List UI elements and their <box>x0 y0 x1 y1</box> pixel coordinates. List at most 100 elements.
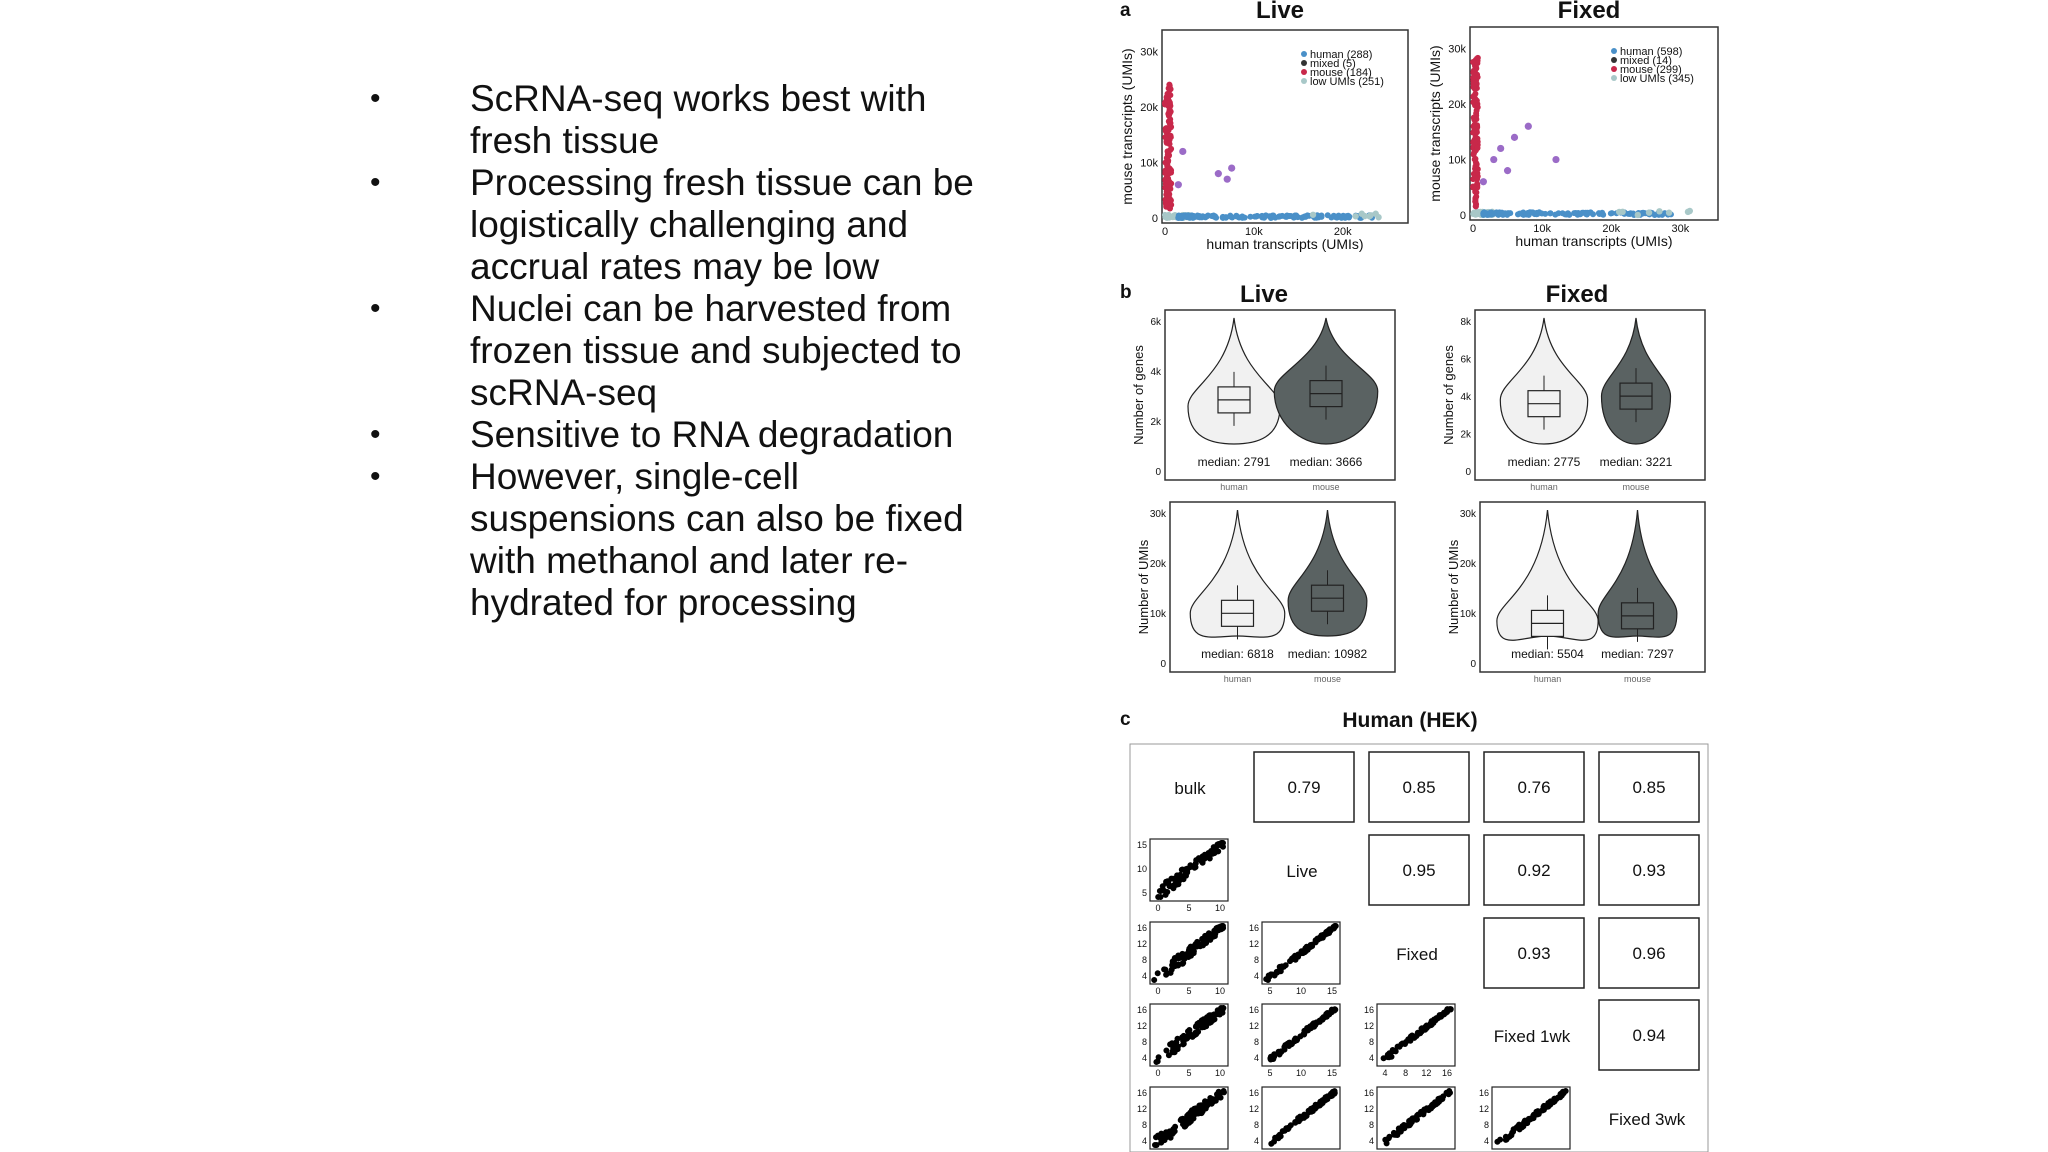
legend-label: mouse (299) <box>1620 64 1682 76</box>
scatter-point <box>1473 116 1480 123</box>
y-tick-label: 10 <box>1137 864 1147 874</box>
y-tick-label: 4 <box>1142 971 1147 981</box>
matrix-frame <box>1129 743 1709 1152</box>
x-tick-label: 10 <box>1215 1068 1225 1078</box>
scatter-point <box>1162 211 1169 218</box>
scatter-point <box>1564 210 1571 217</box>
scatter-point <box>1473 169 1480 176</box>
y-tick-label: 16 <box>1137 1005 1147 1015</box>
y-tick-label: 0 <box>1152 213 1158 225</box>
scatter-point <box>1214 170 1222 178</box>
mini-scatter-frame <box>1376 1003 1456 1067</box>
group-label: mouse <box>1624 674 1651 684</box>
y-axis-label: mouse transcripts (UMIs) <box>1427 45 1443 201</box>
correlation-value: 0.79 <box>1287 778 1320 797</box>
scatter-point <box>1375 214 1382 221</box>
legend-label: human (598) <box>1620 46 1682 58</box>
scatter-point <box>1552 155 1560 164</box>
diagonal-label: Fixed 1wk <box>1494 1027 1571 1046</box>
y-tick-label: 30k <box>1150 509 1167 520</box>
mini-scatter-points <box>1151 923 1227 983</box>
matrix-title: Human (HEK) <box>1342 709 1477 732</box>
scatter-point <box>1261 214 1268 221</box>
scatter-point <box>1634 211 1641 219</box>
scatter-point <box>1346 213 1353 220</box>
bullet-dot: • <box>370 166 381 199</box>
median-label: median: 5504 <box>1511 647 1584 661</box>
median-label: median: 10982 <box>1288 647 1368 661</box>
scatter-point <box>1471 80 1478 87</box>
correlation-value: 0.85 <box>1402 778 1435 797</box>
scatter-point <box>1470 59 1477 66</box>
violin-frame <box>1164 309 1396 481</box>
scatter-point <box>1227 213 1234 220</box>
scatter-point <box>1472 123 1479 130</box>
scatter-point <box>1470 149 1477 156</box>
y-tick-label: 2k <box>1150 417 1162 428</box>
scatter-point <box>1167 86 1174 93</box>
bullet-text-line: However, single-cell <box>470 456 800 497</box>
legend-marker <box>1301 60 1307 66</box>
bullet-item: •Sensitive to RNA degradation <box>370 414 1030 456</box>
x-tick-label: 8 <box>1403 1068 1408 1078</box>
scatter-point <box>1163 139 1170 146</box>
legend-marker <box>1611 66 1617 72</box>
scatter-point <box>1163 201 1170 208</box>
x-tick-label: 10k <box>1533 223 1551 235</box>
scatter-point <box>1162 101 1169 108</box>
scatter-point <box>1470 93 1477 100</box>
y-tick-label: 0 <box>1160 659 1166 670</box>
bullet-text-line: ScRNA-seq works best with <box>470 78 927 119</box>
correlation-box <box>1598 917 1700 989</box>
y-axis-label: Number of UMIs <box>1446 539 1461 634</box>
scatter-point <box>1299 214 1306 221</box>
scatter-point <box>1352 213 1359 220</box>
bullet-text-line: Sensitive to RNA degradation <box>470 414 954 455</box>
y-axis-label: Number of genes <box>1131 345 1146 445</box>
scatter-point <box>1328 214 1335 221</box>
mini-scatter-frame <box>1149 921 1229 985</box>
y-tick-label: 16 <box>1479 1088 1489 1098</box>
scatter-point <box>1190 214 1197 221</box>
correlation-value: 0.92 <box>1517 861 1550 880</box>
scatter-point <box>1167 108 1174 115</box>
y-tick-label: 15 <box>1137 840 1147 850</box>
correlation-box <box>1598 999 1700 1071</box>
bullet-text-line: hydrated for processing <box>470 582 857 623</box>
bullet-text-line: fresh tissue <box>470 120 660 161</box>
y-tick-label: 16 <box>1249 1005 1259 1015</box>
scatter-point <box>1583 211 1590 218</box>
mini-scatter-frame <box>1149 1003 1229 1067</box>
legend-marker <box>1611 48 1617 54</box>
y-tick-label: 10k <box>1460 609 1477 620</box>
y-tick-label: 12 <box>1479 1104 1489 1114</box>
correlation-value: 0.93 <box>1517 944 1550 963</box>
scatter-point <box>1627 210 1634 217</box>
mini-scatter-points <box>1263 923 1339 983</box>
scatter-point <box>1473 65 1480 72</box>
scatter-point <box>1474 182 1481 189</box>
y-tick-label: 4 <box>1254 1136 1259 1146</box>
y-tick-label: 8 <box>1254 1120 1259 1130</box>
scatter-point <box>1233 212 1240 219</box>
scatter-point <box>1608 210 1615 217</box>
y-tick-label: 0 <box>1470 659 1476 670</box>
correlation-box <box>1483 917 1585 989</box>
median-label: median: 2791 <box>1198 455 1271 469</box>
y-tick-label: 8 <box>1254 1037 1259 1047</box>
x-tick-label: 16 <box>1442 1068 1452 1078</box>
scatter-point <box>1174 181 1182 189</box>
scatter-point <box>1163 154 1170 161</box>
scatter-point <box>1472 203 1479 210</box>
scatter-point <box>1166 195 1173 202</box>
y-tick-label: 8k <box>1460 317 1472 328</box>
median-label: median: 7297 <box>1601 647 1674 661</box>
scatter-point <box>1309 211 1317 218</box>
correlation-box <box>1368 834 1470 906</box>
scatter-point <box>1684 208 1692 216</box>
correlation-value: 0.76 <box>1517 778 1550 797</box>
scatter-point <box>1536 209 1543 216</box>
legend-label: human (288) <box>1310 49 1372 61</box>
